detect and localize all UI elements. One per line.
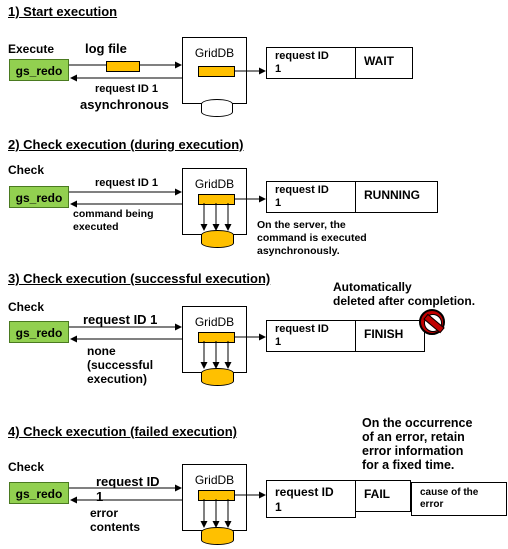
section-1-title: 1) Start execution (8, 4, 118, 19)
request-id-box: request ID 1 (266, 480, 356, 518)
error-note: On the occurrence of an error, retain er… (362, 416, 473, 472)
reply-label: none (successful execution) (87, 344, 154, 386)
request-id-box: request ID 1 (266, 47, 356, 79)
cause-box: cause of the error (411, 482, 507, 516)
reply-label: command being executed (73, 208, 154, 233)
request-label: request ID 1 (95, 177, 158, 189)
status-box: WAIT (355, 47, 413, 79)
delete-note: Automatically deleted after completion. (333, 280, 476, 308)
check-label: Check (8, 460, 45, 474)
disk-icon (201, 99, 233, 117)
client-box: gs_redo (9, 482, 69, 504)
section-3-title: 3) Check execution (successful execution… (8, 271, 271, 286)
status-box: RUNNING (355, 181, 438, 213)
prohibit-icon (419, 309, 445, 335)
reply-label: error contents (90, 506, 141, 534)
request-label: request ID 1 (96, 474, 160, 504)
client-box: gs_redo (9, 59, 69, 81)
check-label: Check (8, 300, 45, 314)
section-2-title: 2) Check execution (during execution) (8, 137, 244, 152)
status-box: FAIL (355, 480, 411, 512)
client-box: gs_redo (9, 186, 69, 208)
log-file-shape (106, 61, 140, 72)
client-box: gs_redo (9, 321, 69, 343)
request-label: request ID 1 (83, 312, 158, 327)
log-file-label: log file (85, 41, 127, 56)
check-label: Check (8, 163, 45, 177)
server-note: On the server, the command is executed a… (257, 219, 367, 257)
request-id-box: request ID 1 (266, 320, 356, 352)
request-id-box: request ID 1 (266, 181, 356, 213)
reply-label: request ID 1 (95, 83, 158, 95)
async-label: asynchronous (80, 97, 169, 112)
status-box: FINISH (355, 320, 425, 352)
section-4-title: 4) Check execution (failed execution) (8, 424, 238, 439)
execute-label: Execute (8, 42, 55, 56)
